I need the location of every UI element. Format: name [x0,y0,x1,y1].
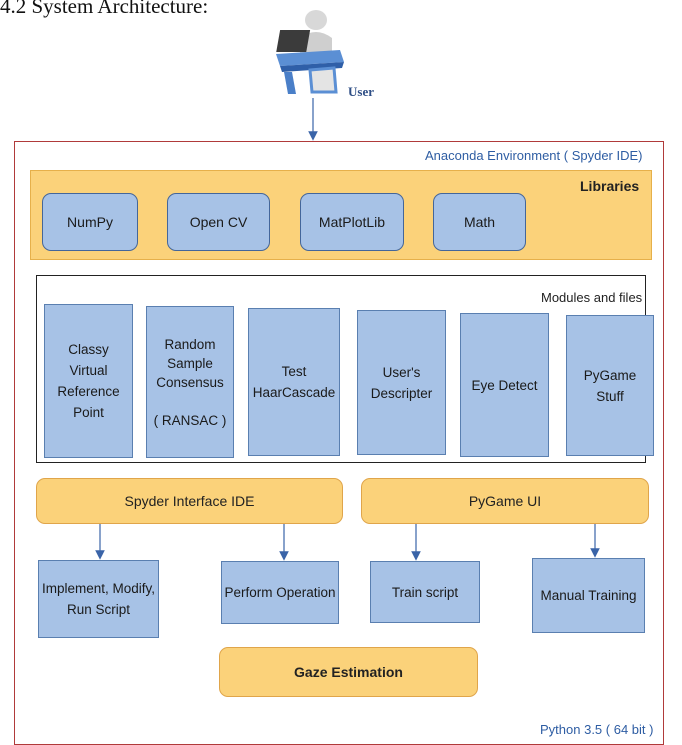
module-test-haarcascade: Test HaarCascade [248,308,340,456]
python-version-label: Python 3.5 ( 64 bit ) [540,722,654,737]
module-users-descripter: User's Descripter [357,310,446,455]
user-computer-icon [276,10,344,94]
spyder-interface-ide: Spyder Interface IDE [36,478,343,524]
library-matplotlib: MatPlotLib [300,193,404,251]
module-classy-virtual-reference-point: Classy Virtual Reference Point [44,304,133,458]
train-script: Train script [370,561,480,623]
manual-training: Manual Training [532,558,645,633]
modules-title: Modules and files [541,290,643,305]
library-math: Math [433,193,526,251]
pygame-ui: PyGame UI [361,478,649,524]
environment-label: Anaconda Environment ( Spyder IDE) [425,148,643,163]
library-numpy: NumPy [42,193,138,251]
module-eye-detect: Eye Detect [460,313,549,457]
libraries-title: Libraries [580,178,640,194]
user-label: User [348,84,374,99]
library-opencv: Open CV [167,193,270,251]
section-heading: 4.2 System Architecture: [0,0,209,18]
module-ransac: Random Sample Consensus ( RANSAC ) [146,306,234,458]
perform-operation: Perform Operation [221,561,339,624]
module-pygame-stuff: PyGame Stuff [566,315,654,456]
implement-modify-run-script: Implement, Modify, Run Script [38,560,159,638]
gaze-estimation: Gaze Estimation [219,647,478,697]
